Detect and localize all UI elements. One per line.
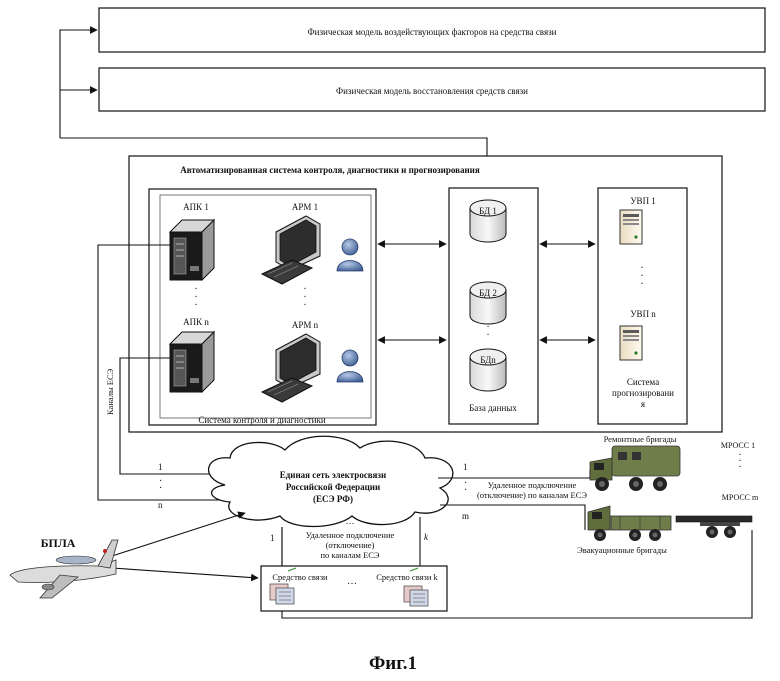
- figure-caption: Фиг.1: [369, 653, 417, 674]
- control-diagnostics-caption: Система контроля и диагностики: [198, 415, 325, 425]
- database-caption: База данных: [469, 403, 517, 413]
- arm-1-label: АРМ 1: [292, 202, 318, 212]
- apk-n-label: АПК n: [183, 317, 209, 327]
- down-link-1: 1: [270, 533, 275, 543]
- forecast-caption-line3: я: [641, 399, 645, 409]
- remote-down-line1: Удаленное подключение: [306, 530, 395, 540]
- uvp-1-label: УВП 1: [630, 196, 656, 206]
- recovery-model-label: Физическая модель восстановления средств…: [336, 86, 528, 96]
- forecast-caption-line2: прогнозировани: [612, 388, 674, 398]
- forecast-box: УВП 1 · · · УВП n Система прогнозировани…: [598, 188, 687, 424]
- uvp-dots-3: ·: [640, 279, 643, 290]
- arm-n-label: АРМ n: [292, 320, 319, 330]
- factors-model-box: Физическая модель воздействующих факторо…: [99, 8, 765, 52]
- right-link-m: m: [462, 511, 469, 521]
- arm-dots-3: ·: [303, 300, 306, 311]
- apk-1-label: АПК 1: [183, 202, 209, 212]
- remote-right-line1: Удаленное подключение: [488, 480, 577, 490]
- left-link-n: n: [158, 500, 163, 510]
- apk-1-icon: [170, 220, 214, 280]
- repair-brigades: Ремонтные бригады МРОСС 1 · · · МРОСС m: [590, 434, 759, 502]
- apk-dots-3: ·: [194, 300, 197, 311]
- left-link-dots-2: ·: [159, 483, 162, 494]
- db-2-label: БД 2: [479, 288, 497, 298]
- database-box: База данных БД 1 БД 2 · · БДn: [449, 188, 538, 424]
- factors-model-label: Физическая модель воздействующих факторо…: [308, 27, 557, 37]
- remote-down-line2: (отключение): [326, 540, 375, 550]
- evac-trailer-icon: [676, 516, 752, 538]
- ese-network-cloud: Единая сеть электросвязи Российской Феде…: [209, 436, 453, 526]
- db-dots-2: ·: [486, 330, 489, 341]
- left-link-1: 1: [158, 462, 163, 472]
- comm-means-k-label: Средство связи k: [376, 572, 438, 582]
- remote-right-line2: (отключение) по каналам ЕСЭ: [477, 490, 587, 500]
- evac-truck-icon: [588, 506, 671, 541]
- mross-m-label: МРОСС m: [722, 493, 759, 502]
- down-link-dots: …: [346, 516, 355, 526]
- uav-group: БПЛА: [10, 513, 258, 598]
- ese-line3: (ЕСЭ РФ): [313, 494, 353, 504]
- repair-brigades-label: Ремонтные бригады: [604, 434, 677, 444]
- uvp-n-label: УВП n: [630, 309, 656, 319]
- db-1-label: БД 1: [479, 206, 497, 216]
- comm-means-box: Средство связи Средство связи k …: [261, 566, 447, 611]
- db-n-label: БДn: [480, 355, 496, 365]
- recovery-model-box: Физическая модель восстановления средств…: [99, 68, 765, 111]
- repair-truck-icon: [590, 446, 680, 491]
- right-link-1: 1: [463, 462, 468, 472]
- apk-n-icon: [170, 332, 214, 392]
- ese-line1: Единая сеть электросвязи: [280, 470, 386, 480]
- mross-1-label: МРОСС 1: [721, 441, 755, 450]
- uvp-1-server-icon: [620, 210, 642, 244]
- comm-means-1-label: Средство связи: [272, 572, 328, 582]
- forecast-caption-line1: Система: [627, 377, 659, 387]
- uav-label: БПЛА: [41, 536, 76, 550]
- automated-system-title: Автоматизированная система контроля, диа…: [180, 165, 480, 175]
- down-link-k: k: [424, 532, 429, 542]
- comm-means-dots: …: [347, 576, 357, 587]
- ese-channels-label: Каналы ЕСЭ: [105, 368, 115, 415]
- uvp-n-server-icon: [620, 326, 642, 360]
- evac-brigades-label: Эвакуационные бригады: [577, 545, 667, 555]
- right-link-dots-2: ·: [464, 485, 467, 496]
- ese-line2: Российской Федерации: [286, 482, 380, 492]
- remote-down-line3: по каналам ЕСЭ: [320, 550, 379, 560]
- mross-dots-3: ·: [738, 462, 741, 473]
- evacuation-brigades: Эвакуационные бригады: [577, 506, 752, 555]
- control-diagnostics-box: Система контроля и диагностики АПК 1 · ·…: [149, 189, 376, 425]
